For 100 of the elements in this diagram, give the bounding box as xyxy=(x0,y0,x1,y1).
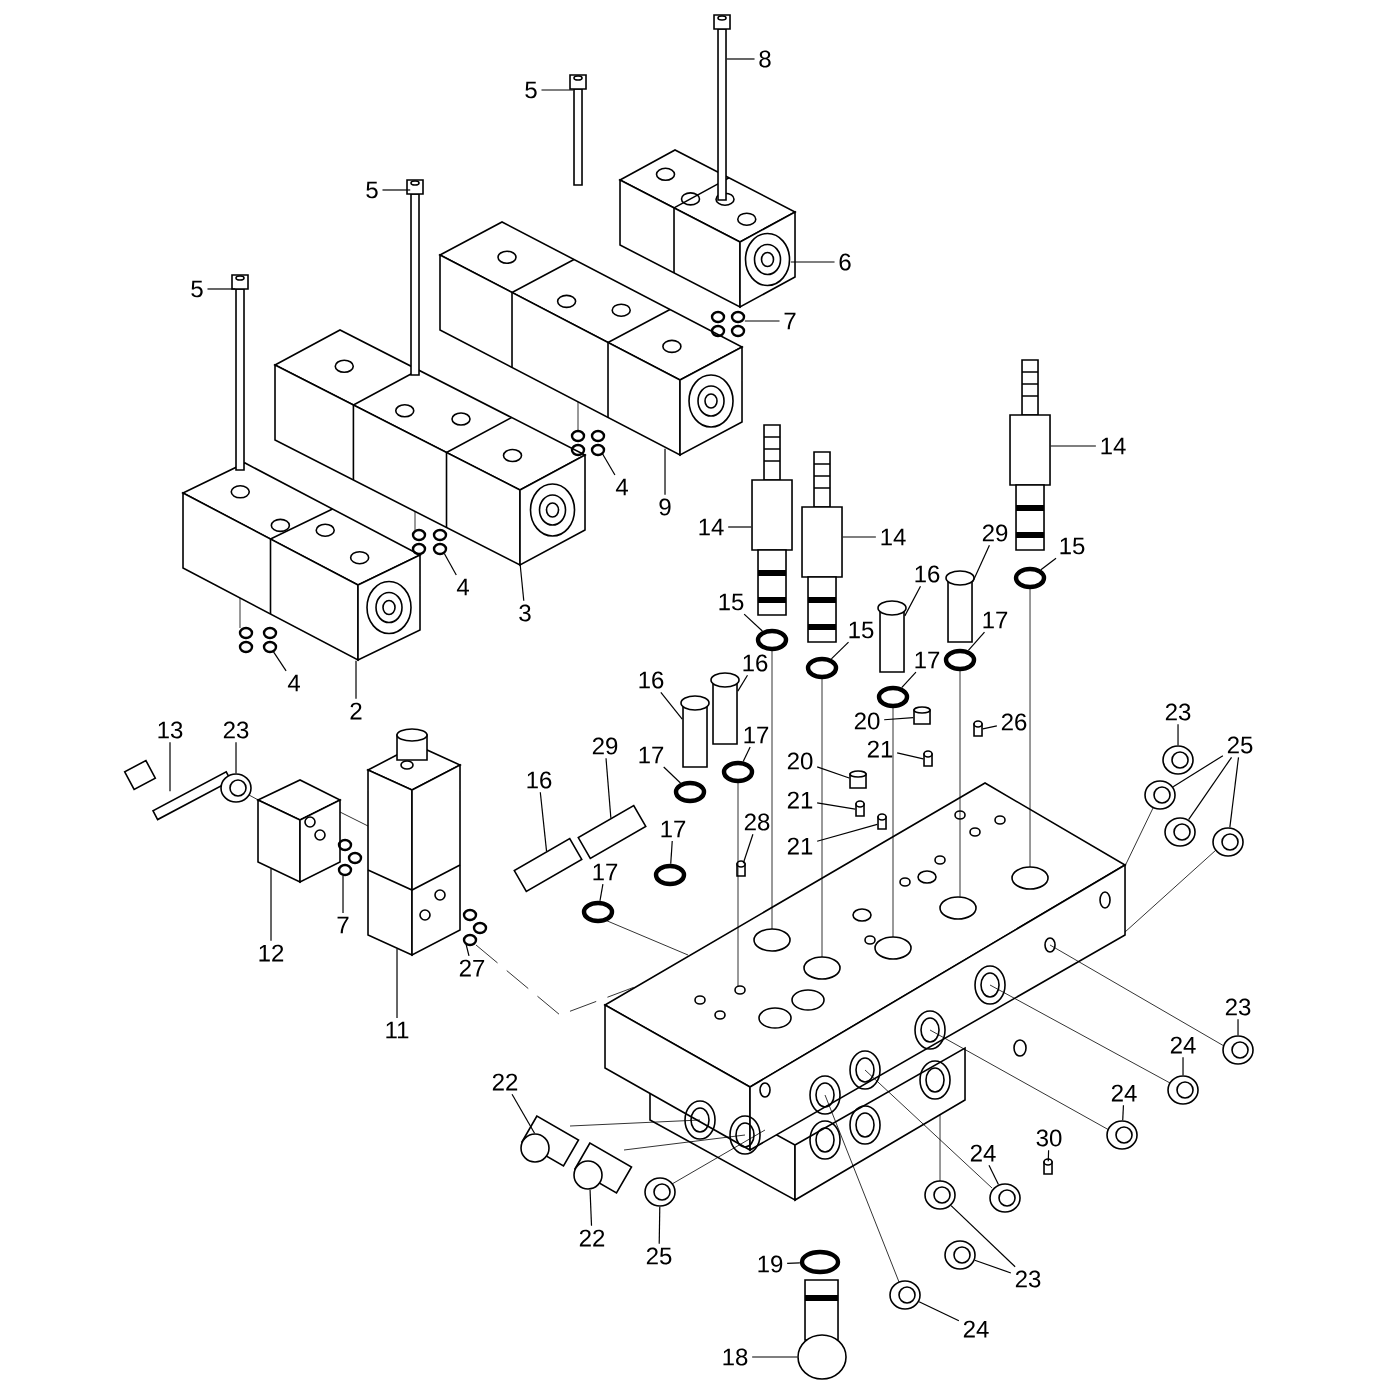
leader-line xyxy=(896,752,924,760)
check-valve xyxy=(577,804,647,860)
leader-line xyxy=(842,536,877,538)
leader-line xyxy=(355,660,357,700)
set-screw xyxy=(973,720,983,737)
leader-line xyxy=(1182,1056,1184,1076)
leader-line xyxy=(816,802,856,810)
leader-line xyxy=(169,741,171,792)
center-line xyxy=(959,669,961,898)
callout-number: 16 xyxy=(522,768,556,792)
leader-line xyxy=(1122,1104,1125,1121)
bolt xyxy=(569,74,587,186)
center-line xyxy=(737,781,739,987)
center-line xyxy=(339,811,369,827)
o-rings xyxy=(411,528,448,556)
set-screw xyxy=(1043,1158,1053,1175)
leader-line xyxy=(790,261,836,263)
callout-number: 17 xyxy=(588,860,622,884)
callout-number: 11 xyxy=(381,1018,413,1042)
o-ring xyxy=(755,628,789,652)
leader-line xyxy=(272,651,287,672)
cartridge-valve xyxy=(801,451,843,643)
center-line xyxy=(821,677,823,958)
cartridge-valve xyxy=(1009,359,1051,551)
callout-number: 17 xyxy=(739,723,773,747)
o-rings xyxy=(337,838,363,877)
center-line xyxy=(239,597,241,629)
leader-line xyxy=(974,1259,1012,1274)
plug xyxy=(1162,745,1194,775)
leader-line xyxy=(396,948,398,1019)
callout-number: 4 xyxy=(453,575,473,599)
callout-number: 23 xyxy=(1221,995,1255,1019)
leader-line xyxy=(982,725,998,730)
orifice-plug xyxy=(849,770,867,789)
plug xyxy=(889,1280,921,1310)
center-line xyxy=(939,1113,941,1182)
leader-line xyxy=(1188,756,1233,821)
leader-line xyxy=(664,448,666,496)
callout-number: 17 xyxy=(656,817,690,841)
center-line xyxy=(1049,944,1225,1047)
callout-number: 18 xyxy=(718,1345,752,1369)
leader-line xyxy=(511,1093,536,1134)
o-ring xyxy=(581,900,615,924)
cartridge-valve xyxy=(751,424,793,616)
callout-number: 16 xyxy=(738,651,772,675)
callout-number: 26 xyxy=(997,710,1031,734)
callout-number: 6 xyxy=(835,250,855,274)
callout-number: 4 xyxy=(612,475,632,499)
leader-line xyxy=(1040,557,1057,571)
callout-number: 23 xyxy=(219,718,253,742)
leader-line xyxy=(727,526,752,528)
o-ring xyxy=(1013,566,1047,590)
leader-line xyxy=(751,1356,798,1358)
leader-line xyxy=(605,757,612,819)
plug xyxy=(924,1180,956,1210)
callout-number: 29 xyxy=(588,734,622,758)
check-valve xyxy=(680,695,710,768)
leader-line xyxy=(1172,755,1224,788)
leader-line xyxy=(950,1204,1016,1268)
o-ring xyxy=(653,863,687,887)
bolt xyxy=(406,179,424,376)
leader-line xyxy=(235,741,237,774)
leader-line xyxy=(381,189,411,191)
leader-line xyxy=(742,833,754,864)
leader-line xyxy=(904,585,922,617)
callout-number: 30 xyxy=(1032,1126,1066,1150)
set-screw xyxy=(855,800,865,817)
o-rings xyxy=(710,310,746,338)
leader-line xyxy=(988,1164,1000,1186)
check-valve xyxy=(945,570,975,643)
leader-line xyxy=(270,868,272,942)
leader-line xyxy=(726,58,756,60)
callout-number: 4 xyxy=(284,671,304,695)
leader-line xyxy=(967,631,986,651)
callout-number: 22 xyxy=(488,1070,522,1094)
leader-line xyxy=(342,875,344,914)
set-screw xyxy=(923,750,933,767)
bolt xyxy=(713,14,731,201)
o-ring xyxy=(799,1249,841,1275)
cartridge-valve xyxy=(797,1279,847,1380)
callout-number: 5 xyxy=(187,277,207,301)
plug xyxy=(220,773,252,803)
leader-line xyxy=(918,1301,960,1322)
plug xyxy=(1167,1075,1199,1105)
leader-line xyxy=(743,613,763,632)
callout-number: 13 xyxy=(153,718,187,742)
callout-number: 7 xyxy=(333,913,353,937)
callout-number: 5 xyxy=(362,178,382,202)
plug xyxy=(644,1177,676,1207)
leader-line xyxy=(465,944,470,957)
center-line xyxy=(604,919,689,956)
callout-number: 15 xyxy=(844,618,878,642)
center-line xyxy=(623,1134,746,1151)
leader-line xyxy=(601,453,616,476)
callout-number: 17 xyxy=(910,648,944,672)
o-rings xyxy=(238,626,278,654)
callout-number: 24 xyxy=(1107,1081,1141,1105)
o-ring xyxy=(673,780,707,804)
leader-line xyxy=(1177,723,1179,746)
callout-number: 25 xyxy=(1223,733,1257,757)
